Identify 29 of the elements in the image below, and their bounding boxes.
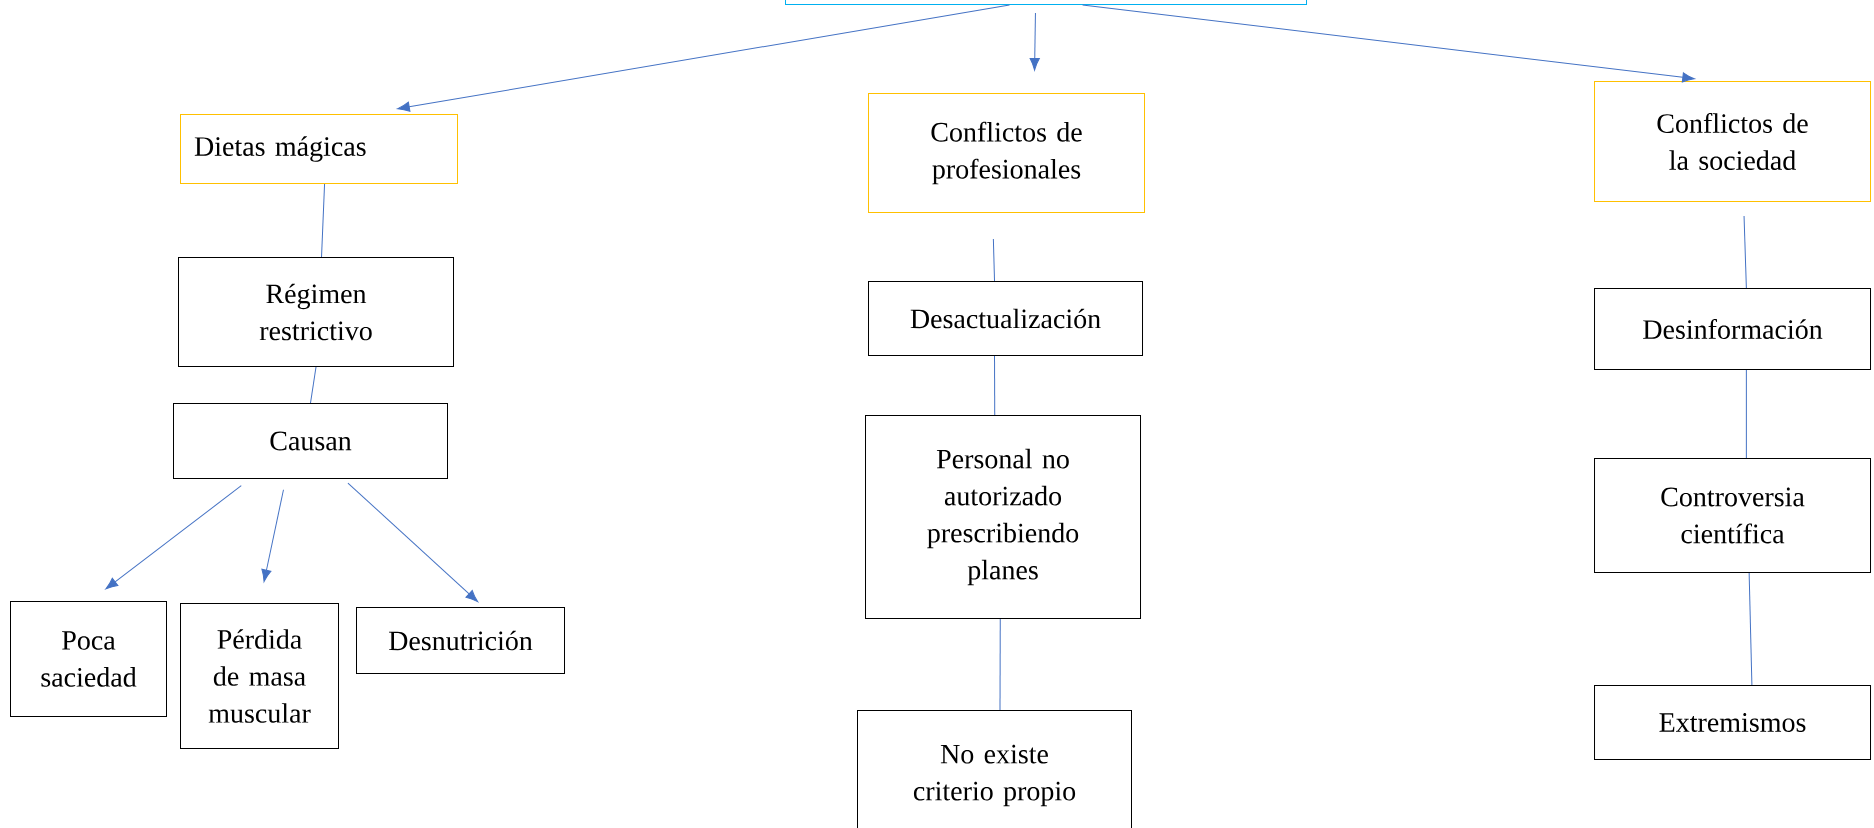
arrow [397, 4, 1010, 112]
connector-line [999, 618, 1001, 711]
text-box: No existe criterio propio [857, 710, 1132, 828]
connector-line [1745, 369, 1747, 459]
arrow [1082, 4, 1695, 83]
text-box: Extremismos [1594, 685, 1871, 760]
text-box: Controversia científica [1594, 458, 1871, 573]
text-box: Pérdida de masa muscular [180, 603, 339, 749]
text-box: Desactualización [868, 281, 1143, 356]
text-box: Poca saciedad [10, 601, 167, 717]
arrow [261, 489, 284, 582]
text-box: Conflictos de profesionales [868, 93, 1145, 213]
text-box: Dietas mágicas [180, 114, 458, 184]
text-box: Desnutrición [356, 607, 565, 674]
connector-line [310, 366, 317, 404]
text-box: Régimen restrictivo [178, 257, 454, 367]
arrow [105, 485, 242, 590]
text-box: Causan [173, 403, 448, 479]
connector-line [1748, 572, 1753, 686]
text-box: Desinformación [1594, 288, 1871, 370]
box [785, 0, 1307, 5]
arrow [347, 482, 479, 603]
connector-line [994, 355, 996, 416]
text-box: Conflictos de la sociedad [1594, 81, 1871, 202]
text-box: Personal no autorizado prescribiendo planes [865, 415, 1141, 619]
connector-line [992, 238, 995, 282]
arrow [1029, 12, 1040, 71]
connector-line [1743, 215, 1747, 289]
connector-line [321, 183, 326, 258]
